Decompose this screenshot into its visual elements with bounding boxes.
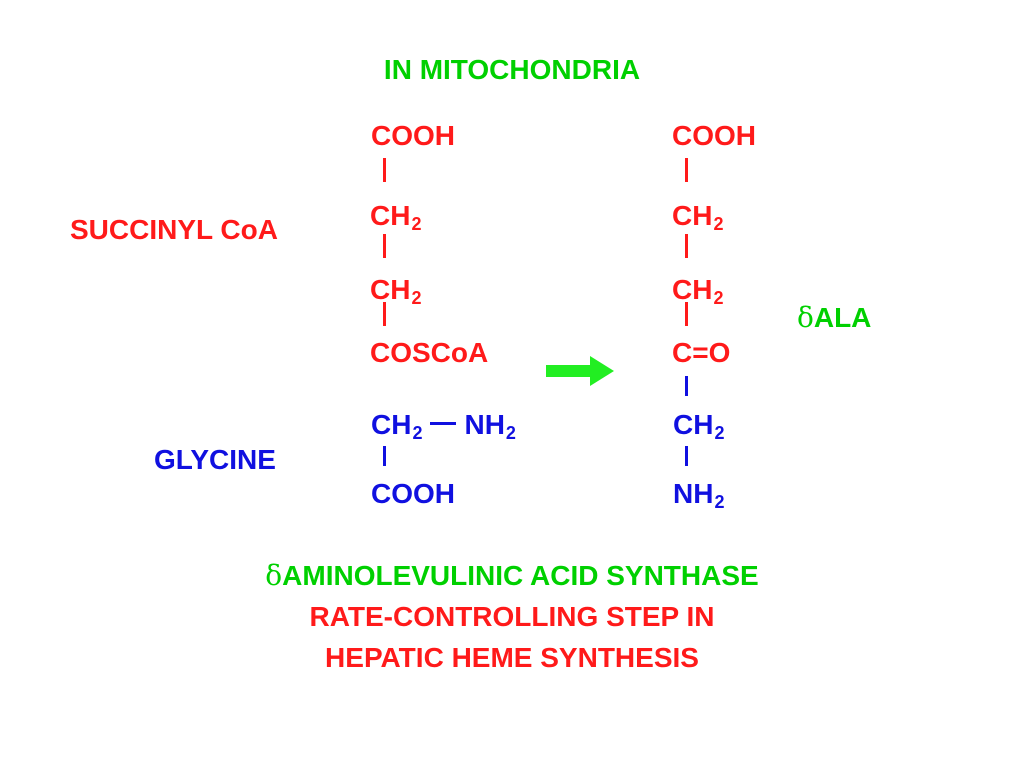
right-arrow-icon: [546, 356, 614, 386]
bond-line: [383, 302, 386, 326]
glycine-cooh: COOH: [371, 478, 455, 509]
page-title: IN MITOCHONDRIA: [383, 54, 641, 85]
glycine-ch2: CH2: [371, 409, 423, 443]
succinyl-coa-label: SUCCINYL CoA: [70, 214, 278, 245]
succinyl-coscoa: COSCoA: [370, 337, 489, 368]
succinyl-ch2-b: CH2: [370, 274, 422, 308]
ala-cooh: COOH: [672, 120, 756, 151]
ala-label: δALA: [797, 301, 872, 334]
glycine-nh2: NH2: [464, 409, 516, 443]
bond-line: [383, 446, 386, 466]
bond-line: [685, 158, 688, 182]
hepatic-heme-line: HEPATIC HEME SYNTHESIS: [325, 642, 699, 673]
ala-ch2-b: CH2: [672, 274, 724, 308]
glycine-label: GLYCINE: [154, 444, 276, 475]
bond-line: [685, 302, 688, 326]
bond-line: [685, 376, 688, 396]
bond-line: [685, 446, 688, 466]
succinyl-ch2-a: CH2: [370, 200, 422, 234]
bond-dash: [430, 422, 457, 425]
rate-controlling-line: RATE-CONTROLLING STEP IN: [309, 601, 715, 632]
bond-line: [383, 234, 386, 258]
succinyl-cooh: COOH: [371, 120, 455, 151]
bond-line: [685, 234, 688, 258]
bond-line: [383, 158, 386, 182]
ala-carbonyl: C=O: [672, 337, 731, 368]
glycine-ch2-nh2: CH2 NH2: [371, 409, 516, 443]
ala-ch2-c: CH2: [673, 409, 725, 443]
ala-nh2: NH2: [673, 478, 725, 512]
ala-ch2-a: CH2: [672, 200, 724, 234]
enzyme-name: δAMINOLEVULINIC ACID SYNTHASE: [265, 559, 759, 592]
